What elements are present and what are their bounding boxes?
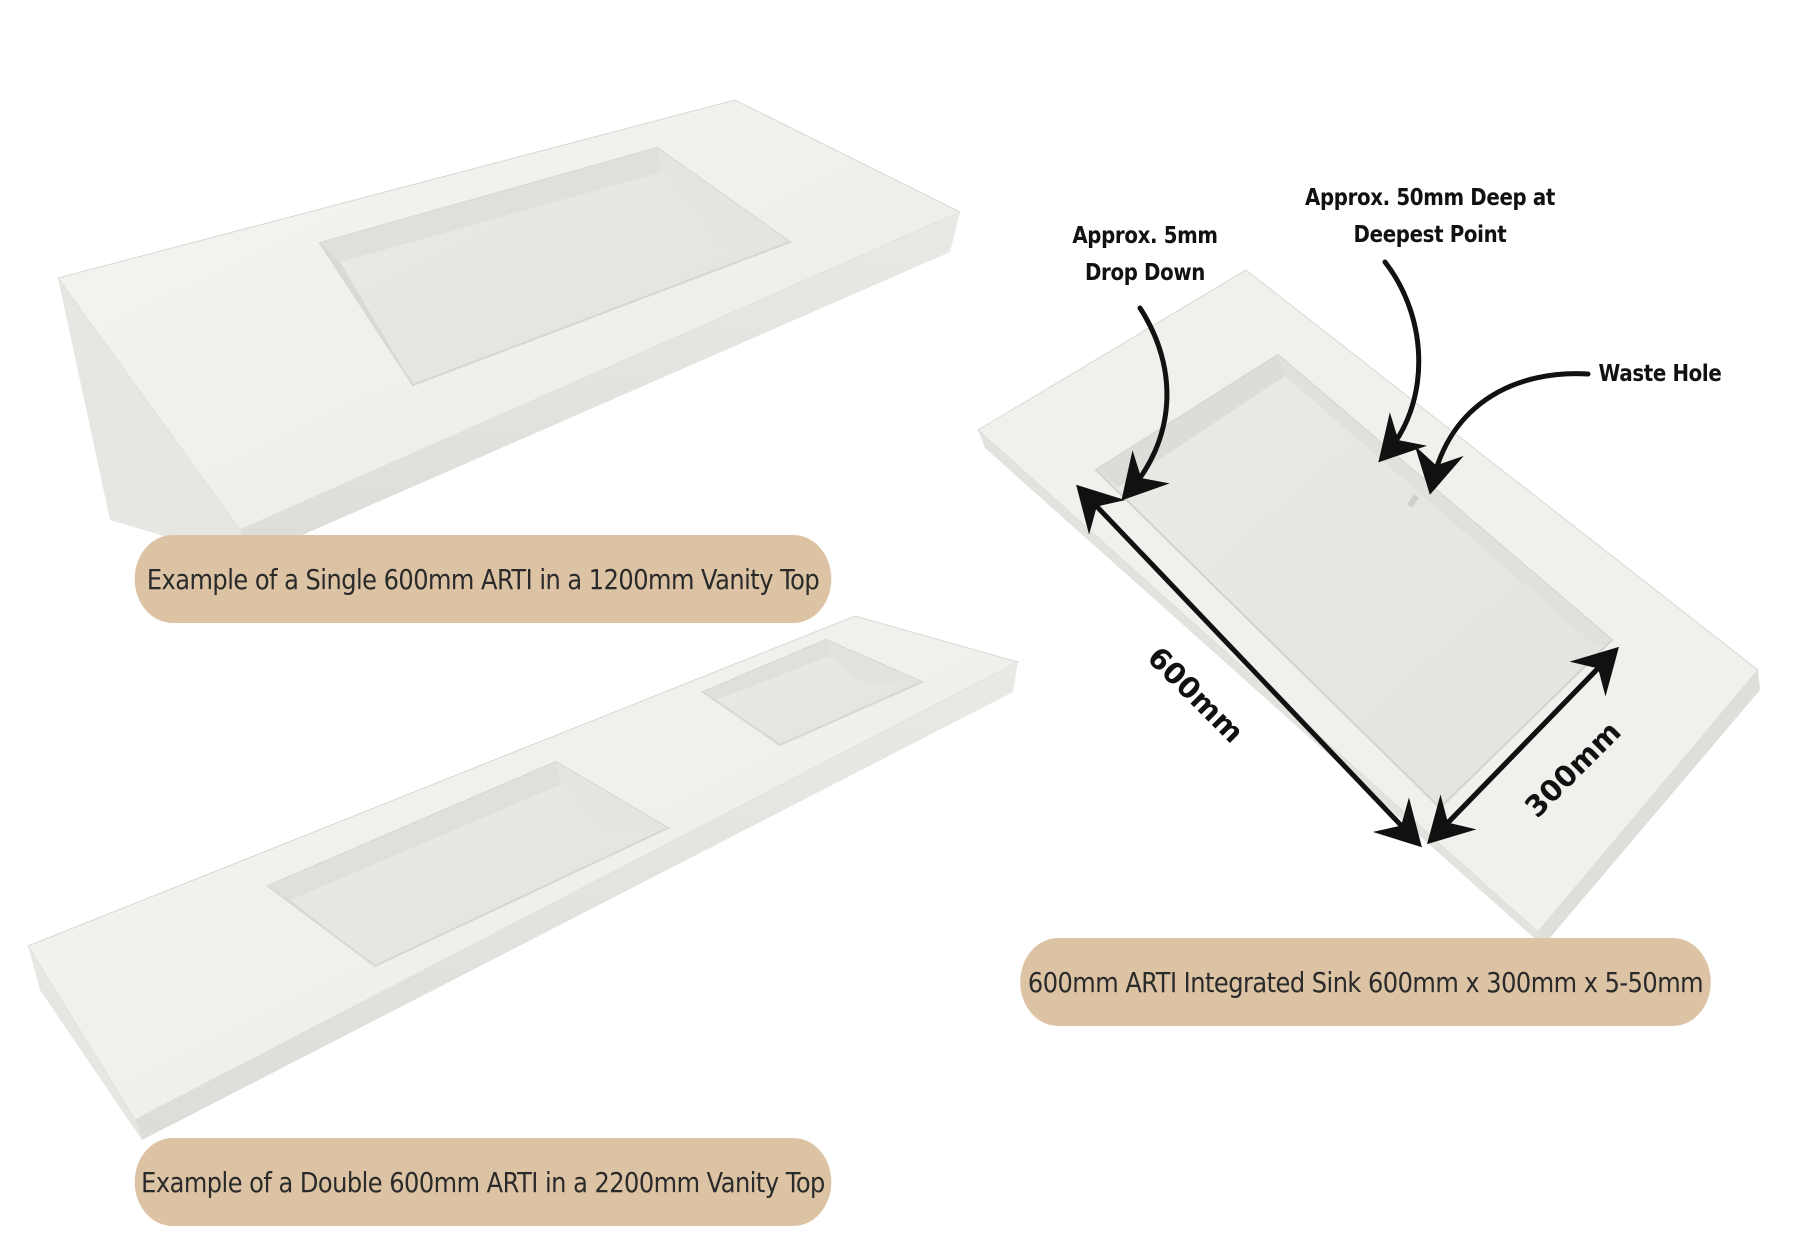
- deepest-point-note: Approx. 50mm Deep at Deepest Point: [1275, 180, 1585, 254]
- drop-down-arrow: [1121, 305, 1170, 501]
- caption-integrated: 600mm ARTI Integrated Sink 600mm x 300mm…: [1020, 938, 1711, 1026]
- deepest-point-arrow: [1378, 259, 1427, 463]
- caption-integrated-text: 600mm ARTI Integrated Sink 600mm x 300mm…: [1027, 965, 1704, 999]
- deepest-point-line-2: Deepest Point: [1353, 222, 1507, 248]
- deepest-point-line-1: Approx. 50mm Deep at: [1305, 185, 1555, 211]
- drop-down-line-2: Drop Down: [1084, 260, 1206, 286]
- double-vanity-top-image: [27, 615, 1020, 1140]
- waste-hole-label: Waste Hole: [1598, 361, 1722, 387]
- caption-single-text: Example of a Single 600mm ARTI in a 1200…: [146, 562, 820, 596]
- drop-down-note: Approx. 5mm Drop Down: [1038, 218, 1253, 292]
- drop-down-line-1: Approx. 5mm: [1072, 223, 1218, 249]
- waste-hole-arrow: [1414, 371, 1591, 495]
- waste-hole-note: Waste Hole: [1583, 356, 1738, 393]
- caption-double-text: Example of a Double 600mm ARTI in a 2200…: [141, 1165, 825, 1199]
- single-vanity-top-image: [57, 99, 962, 560]
- caption-single: Example of a Single 600mm ARTI in a 1200…: [134, 535, 832, 623]
- length-dimension-line: [1076, 484, 1422, 848]
- caption-double: Example of a Double 600mm ARTI in a 2200…: [134, 1138, 832, 1226]
